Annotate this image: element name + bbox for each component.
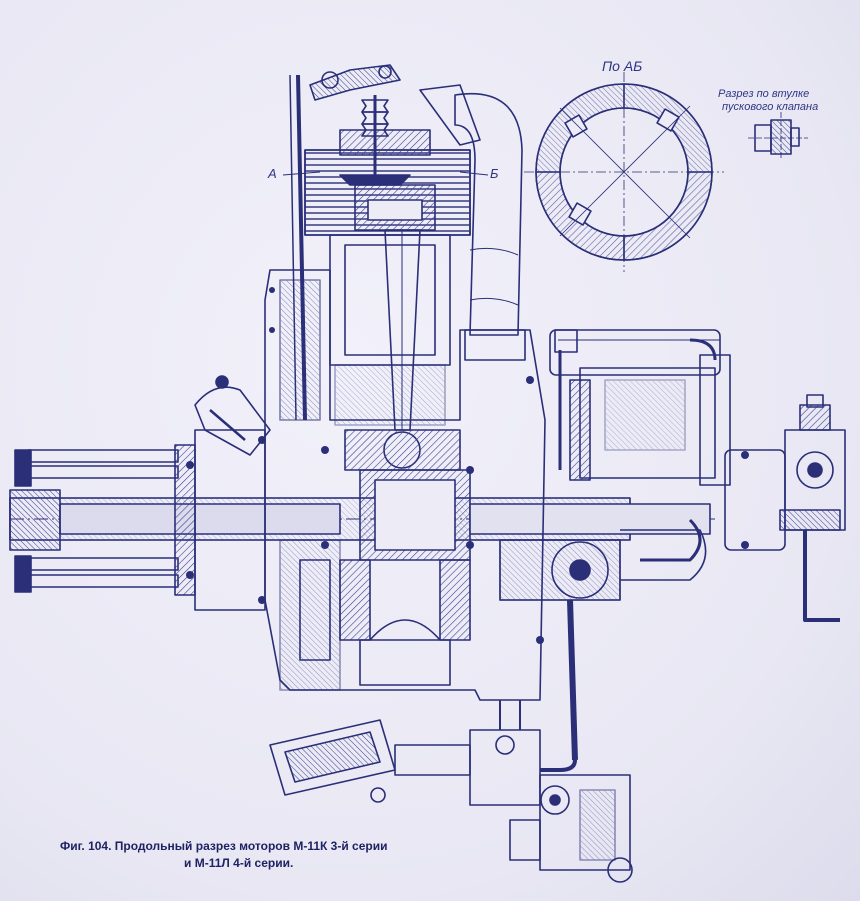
gear-train [499,529,707,772]
valve-gear [279,64,481,421]
crankcase [264,269,546,701]
caption-line1: Фиг. 104. Продольный разрез моторов М-11… [60,839,388,853]
figure-caption: Фиг. 104. Продольный разрез моторов М-11… [60,838,388,872]
crankshaft [9,469,715,561]
start-valve-detail-title-line1: Разрез по втулке [718,88,810,100]
section-view-title: По АБ [602,58,643,74]
exhaust-pipe [454,93,526,361]
section-view-ring [524,72,724,272]
caption-line2: и М-11Л 4-й серии. [184,856,294,870]
carburetor [469,700,633,883]
section-marker-a: А [268,166,277,181]
cylinder [304,129,471,426]
piston-and-rod [344,184,461,471]
magneto [724,394,846,622]
oil-filter [269,719,471,803]
section-marker-b: Б [490,166,499,181]
accessory-housing [549,329,731,486]
start-valve-detail-title-line2: пускового клапана [722,101,819,113]
start-valve-detail [748,112,808,160]
propeller-hub [9,429,266,611]
start-valve-left [194,375,271,456]
